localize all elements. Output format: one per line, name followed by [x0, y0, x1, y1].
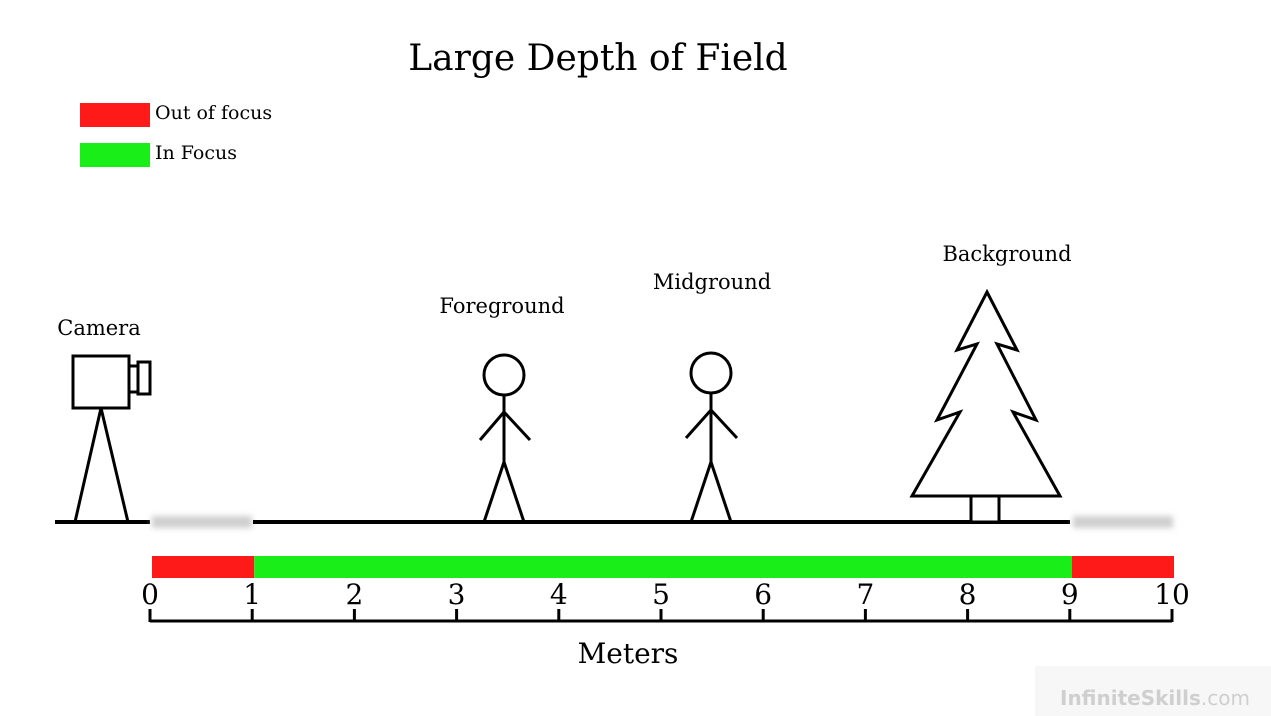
- axis-tick-label: 0: [141, 578, 159, 611]
- midground-person-icon: [684, 351, 739, 523]
- background-label: Background: [942, 242, 1072, 266]
- watermark-domain: .com: [1200, 686, 1250, 710]
- focus-bar: [152, 556, 1174, 578]
- tree-icon: [909, 288, 1063, 524]
- camera-label: Camera: [57, 316, 141, 340]
- camera-icon: [71, 354, 152, 523]
- axis-tick-label: 8: [959, 578, 977, 611]
- legend-label-in-focus: In Focus: [155, 142, 237, 164]
- legend-swatch-in-focus: [80, 143, 150, 167]
- legend-swatch-out-of-focus: [80, 103, 150, 127]
- focus-bar-in-focus: [254, 556, 1072, 578]
- axis-tick-label: 5: [652, 578, 670, 611]
- focus-bar-far-out: [1071, 556, 1174, 578]
- foreground-label: Foreground: [439, 294, 565, 318]
- axis-tick-label: 9: [1061, 578, 1079, 611]
- axis-label: Meters: [578, 637, 679, 670]
- diagram-title: Large Depth of Field: [408, 38, 788, 79]
- watermark-logo: InfiniteSkills.com: [1060, 686, 1250, 710]
- ground-blur-near: [152, 516, 252, 528]
- axis-tick-label: 3: [448, 578, 466, 611]
- axis-tick-label: 4: [550, 578, 568, 611]
- watermark-box: [1035, 666, 1271, 716]
- axis-tick-label: 6: [754, 578, 772, 611]
- watermark-brand: InfiniteSkills: [1060, 686, 1201, 710]
- axis-tick-label: 7: [856, 578, 874, 611]
- legend-label-out-of-focus: Out of focus: [155, 102, 273, 124]
- ground-blur-far: [1073, 516, 1173, 528]
- focus-bar-near-out: [152, 556, 255, 578]
- axis-tick-label: 10: [1154, 578, 1190, 611]
- axis-tick-label: 1: [243, 578, 261, 611]
- midground-label: Midground: [652, 270, 772, 294]
- axis-tick-label: 2: [345, 578, 363, 611]
- foreground-person-icon: [478, 353, 532, 523]
